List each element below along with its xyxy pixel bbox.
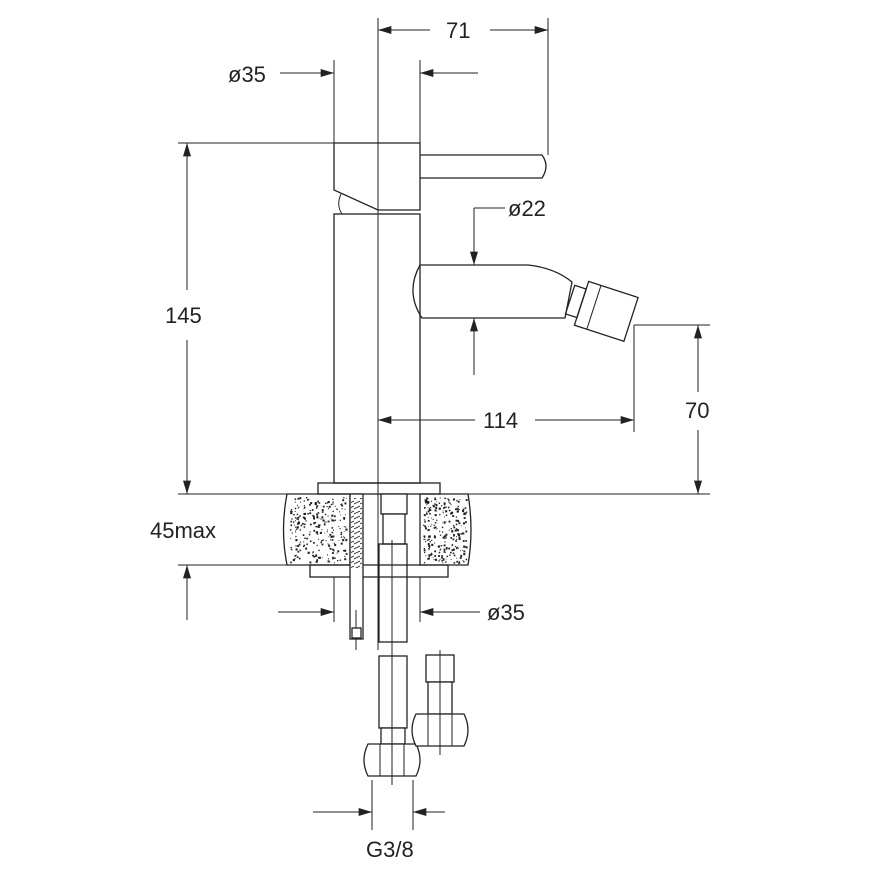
aerator — [564, 280, 639, 343]
faucet-head — [333, 142, 421, 211]
supply-hose-1 — [378, 543, 408, 643]
dim-spout-diameter: ø22 — [508, 196, 546, 221]
dim-45max: 45max — [150, 518, 216, 543]
dim-145: 145 — [165, 303, 202, 328]
countertop-right — [419, 493, 472, 566]
dimension-labels: 71 ø35 ø22 145 114 70 45max ø35 G3/8 — [150, 18, 709, 862]
dimension-lines — [178, 18, 710, 830]
dim-70: 70 — [685, 398, 709, 423]
mounting-base — [282, 482, 472, 785]
dim-71: 71 — [446, 18, 470, 43]
dim-114: 114 — [483, 408, 518, 433]
stone-texture — [290, 497, 468, 565]
dim-body-diameter: ø35 — [228, 62, 266, 87]
dim-g38: G3/8 — [366, 837, 414, 862]
lever-handle — [420, 154, 547, 179]
spout — [412, 264, 573, 319]
dim-base-diameter: ø35 — [487, 600, 525, 625]
